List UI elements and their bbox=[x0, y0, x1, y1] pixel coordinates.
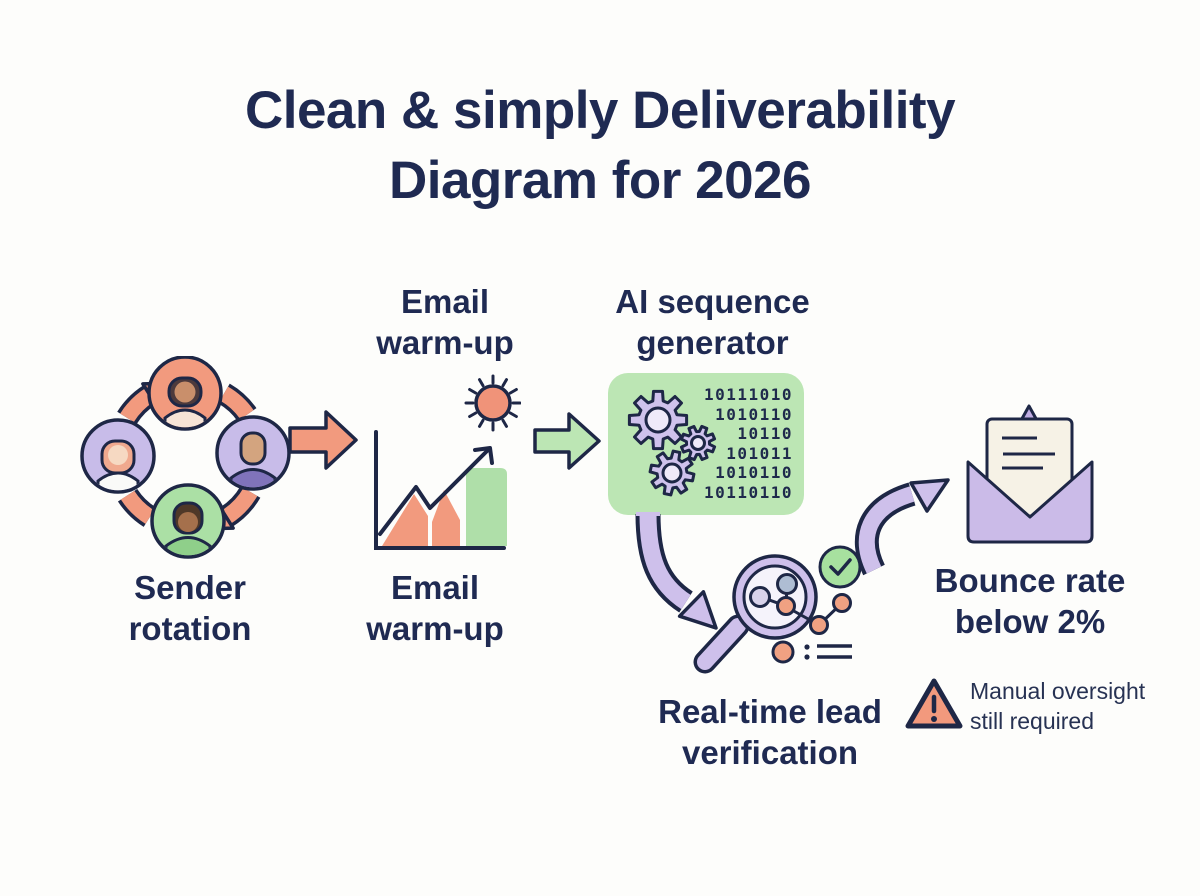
warning-text-line1: Manual oversight bbox=[970, 678, 1146, 704]
magnifier-leads-icon bbox=[693, 545, 862, 674]
bounce-rate-line2: below 2% bbox=[954, 603, 1106, 640]
sun-icon bbox=[464, 374, 521, 432]
warning-text: Manual oversight still required bbox=[970, 676, 1170, 736]
letter-paper bbox=[985, 417, 1074, 518]
sender-rotation-cycle-icon bbox=[80, 356, 291, 559]
email-warmup-bottom-line1: Email bbox=[390, 569, 480, 606]
growth-line bbox=[378, 448, 490, 536]
bounce-rate-line1: Bounce rate bbox=[934, 562, 1126, 599]
growth-arrowhead bbox=[473, 446, 494, 465]
binary-line: 10110110 bbox=[703, 482, 793, 502]
gear-large-icon bbox=[627, 389, 689, 451]
check-circle-icon bbox=[818, 545, 862, 589]
binary-line: 10110 bbox=[737, 424, 793, 443]
email-warmup-bottom-label: Email warm-up bbox=[340, 567, 530, 649]
avatar-right bbox=[215, 415, 291, 491]
warning-text-line2: still required bbox=[970, 708, 1094, 734]
envelope-body bbox=[966, 460, 1094, 544]
avatar-left bbox=[80, 418, 156, 494]
ai-sequence-line2: generator bbox=[636, 324, 789, 361]
ai-sequence-label: AI sequence generator bbox=[600, 281, 825, 363]
chart-green-bar bbox=[466, 468, 507, 546]
avatar-top bbox=[147, 356, 223, 431]
email-warmup-bottom-line2: warm-up bbox=[366, 610, 504, 647]
binary-line: 101011 bbox=[726, 443, 793, 463]
right-arrow-salmon-icon bbox=[288, 410, 358, 470]
lead-network-nodes bbox=[749, 573, 852, 635]
binary-line: 10111010 bbox=[703, 385, 793, 404]
sender-rotation-line1: Sender bbox=[134, 569, 246, 606]
magnifier-handle bbox=[693, 614, 750, 674]
curved-down-arrow-icon bbox=[635, 512, 718, 630]
email-warmup-top-line2: warm-up bbox=[376, 324, 514, 361]
ai-sequence-line1: AI sequence bbox=[615, 283, 810, 320]
page-title-line1: Clean & simply Deliverability bbox=[244, 81, 956, 140]
ai-gears-binary-icon bbox=[608, 373, 804, 515]
lead-list-item bbox=[771, 640, 852, 664]
sender-rotation-line2: rotation bbox=[128, 610, 252, 647]
open-envelope-icon bbox=[966, 404, 1094, 544]
binary-line: 1010110 bbox=[715, 463, 793, 482]
magnifier-lens bbox=[732, 554, 818, 640]
lead-verification-line1: Real-time lead bbox=[658, 693, 882, 730]
binary-code-block: 10111010 1010110 10110 101011 1010110 10… bbox=[650, 385, 793, 502]
page-title: Clean & simply Deliverability Diagram fo… bbox=[0, 76, 1200, 216]
email-warmup-top-label: Email warm-up bbox=[350, 281, 540, 363]
sender-rotation-label: Sender rotation bbox=[95, 567, 285, 649]
curved-up-arrow-icon bbox=[854, 478, 950, 576]
chart-peak-2 bbox=[432, 490, 460, 546]
chart-peak-1 bbox=[382, 494, 428, 546]
warmup-chart-icon bbox=[374, 374, 521, 550]
chart-axes bbox=[374, 430, 506, 550]
lead-verification-label: Real-time lead verification bbox=[645, 691, 895, 773]
gear-small-icon bbox=[679, 424, 717, 462]
avatar-bottom bbox=[150, 483, 226, 559]
bounce-rate-label: Bounce rate below 2% bbox=[920, 560, 1140, 642]
email-warmup-top-line1: Email bbox=[400, 283, 490, 320]
lead-verification-line2: verification bbox=[681, 734, 859, 771]
page-title-line2: Diagram for 2026 bbox=[388, 151, 812, 210]
right-arrow-green-icon bbox=[533, 412, 601, 470]
gear-medium-icon bbox=[648, 449, 696, 497]
warning-triangle-icon bbox=[905, 678, 963, 729]
binary-line: 1010110 bbox=[715, 404, 793, 424]
